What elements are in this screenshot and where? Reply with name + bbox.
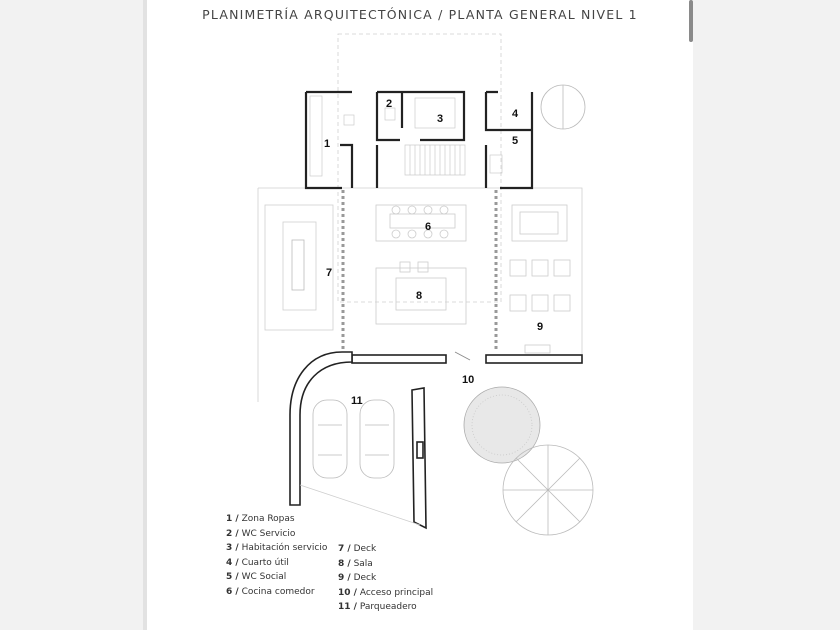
legend-item: 1 / Zona Ropas — [226, 514, 295, 524]
room-1-fixtures — [309, 95, 355, 177]
room-label-9: 9 — [537, 321, 543, 333]
room-4-5-walls — [484, 90, 534, 190]
room-label-1: 1 — [324, 138, 330, 150]
legend-item: 2 / WC Servicio — [226, 528, 296, 539]
front-walls — [289, 351, 583, 530]
room-label-6: 6 — [425, 221, 431, 233]
trees — [463, 84, 594, 536]
room-label-8: 8 — [416, 290, 422, 302]
upper-floor-outline — [337, 33, 502, 303]
lounge-bed — [291, 239, 305, 291]
parked-cars — [312, 399, 395, 479]
driveway-edge — [299, 484, 421, 526]
room-5-fixtures — [489, 154, 503, 174]
entrance-door — [454, 351, 471, 361]
deck-7-area — [264, 204, 334, 331]
dining-furniture — [375, 204, 467, 242]
glazing-lines — [341, 190, 498, 352]
legend-item: 9 / Deck — [338, 573, 377, 584]
living-furniture — [375, 261, 467, 325]
room-label-10: 10 — [462, 374, 474, 386]
legend-item: 11 / Parqueadero — [338, 602, 417, 613]
legend-item: 8 / Sala — [338, 558, 373, 569]
plan-title: PLANIMETRÍA ARQUITECTÓNICA / PLANTA GENE… — [202, 7, 638, 22]
room-label-7: 7 — [326, 267, 332, 279]
room-3-fixtures — [384, 97, 466, 176]
legend-item: 10 / Acceso principal — [338, 587, 434, 598]
room-label-4: 4 — [512, 108, 519, 120]
legend-item: 3 / Habitación servicio — [226, 543, 328, 554]
room-2-3-walls — [375, 90, 466, 188]
room-label-2: 2 — [386, 98, 392, 110]
legend-item: 6 / Cocina comedor — [226, 586, 315, 597]
deck-9-furniture — [509, 204, 571, 354]
legend-right: 7 / Deck 8 / Sala 9 / Deck 10 / Acceso p… — [338, 542, 433, 615]
legend-item: 4 / Cuarto útil — [226, 557, 289, 568]
legend-left: 1 / Zona Ropas 2 / WC Servicio 3 / Habit… — [226, 512, 327, 600]
room-label-3: 3 — [437, 113, 443, 125]
room-1-walls — [304, 90, 354, 190]
scrollbar-thumb[interactable] — [689, 0, 693, 42]
room-label-5: 5 — [512, 135, 518, 147]
page-left-rule — [143, 0, 147, 630]
deck-7-inner — [282, 221, 317, 311]
room-label-11: 11 — [351, 395, 363, 407]
legend-item: 7 / Deck — [338, 544, 377, 554]
legend-item: 5 / WC Social — [226, 572, 287, 583]
site-outline — [257, 187, 583, 402]
